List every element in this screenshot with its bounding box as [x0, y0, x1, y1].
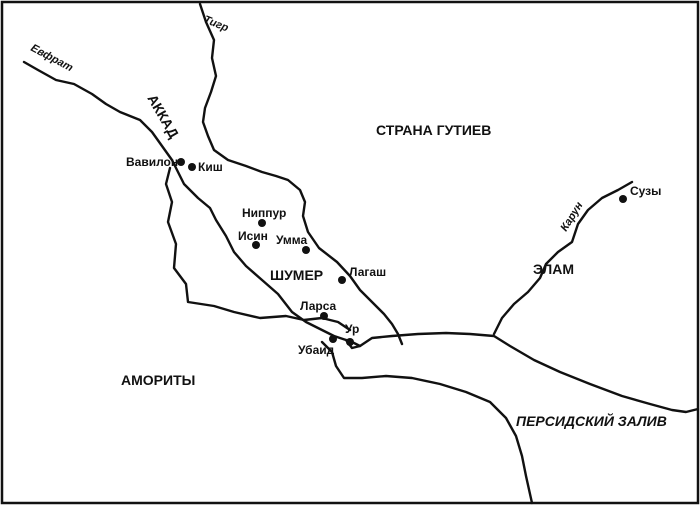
city-ubaid-label: Убаид	[298, 343, 335, 357]
region-elam-label: ЭЛАМ	[533, 261, 574, 277]
river-karun-label: Карун	[558, 200, 585, 234]
region-akkad-label: АККАД	[144, 92, 182, 141]
city-ubaid-marker	[329, 335, 337, 343]
city-ur-label: Ур	[345, 322, 359, 336]
tigris-river	[198, 2, 404, 346]
city-susa-marker	[619, 195, 627, 203]
city-babylon-marker	[177, 158, 185, 166]
city-isin-label: Исин	[238, 229, 268, 243]
gulf-north-shore	[346, 331, 700, 414]
region-amorites-label: АМОРИТЫ	[121, 372, 195, 388]
city-susa-label: Сузы	[630, 184, 661, 198]
city-babylon-label: Вавилон	[126, 155, 178, 169]
city-isin-marker	[252, 241, 260, 249]
euphrates-river	[22, 60, 348, 342]
gulf-south-shore	[320, 340, 534, 505]
karun-river	[492, 180, 634, 336]
city-lagash-marker	[338, 276, 346, 284]
city-umma-marker	[302, 246, 310, 254]
city-larsa-marker	[320, 312, 328, 320]
euphrates-western-branch	[164, 166, 352, 332]
city-ur-marker	[346, 338, 354, 346]
city-larsa-label: Ларса	[300, 299, 337, 313]
city-nippur-marker	[258, 219, 266, 227]
sea-persian-gulf-label: ПЕРСИДСКИЙ ЗАЛИВ	[516, 412, 667, 429]
region-gutians-label: СТРАНА ГУТИЕВ	[376, 122, 491, 138]
river-tigris-label: Тигр	[202, 14, 231, 35]
city-kish-marker	[188, 163, 196, 171]
region-sumer-label: ШУМЕР	[270, 267, 323, 283]
city-kish-label: Киш	[198, 160, 223, 174]
city-lagash-label: Лагаш	[349, 265, 386, 279]
city-nippur-label: Ниппур	[242, 206, 286, 220]
city-umma-label: Умма	[276, 233, 307, 247]
